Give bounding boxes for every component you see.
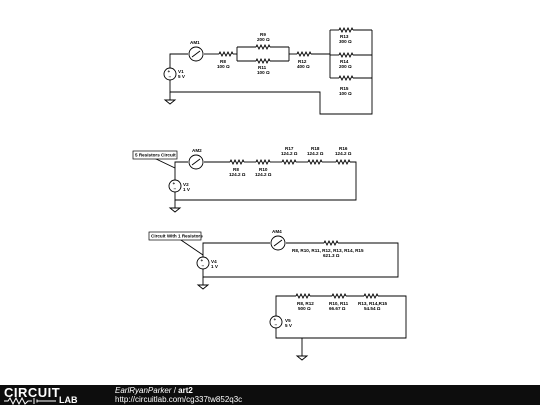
am2-label: AM2 [192,148,202,153]
c2-r18-name: R18 [311,146,320,151]
circuit-url[interactable]: http://circuitlab.com/cg337tw852q3c [115,395,243,404]
c4-r1-name: R8, R12 [297,301,314,306]
v1-name: V1 [178,69,184,74]
v5-value: 5 V [285,323,293,328]
c4-r2-value: 66.67 Ω [329,306,346,311]
am1-label: AM1 [190,40,200,45]
v2-value: 1 V [183,187,191,192]
v4-value: 1 V [211,264,219,269]
voltage-source-v1[interactable] [163,67,177,81]
annotation-5-resistors: 5 Resistors Circuit [135,153,176,158]
resistor-r10-r11-c4[interactable] [331,292,347,300]
svg-text:+: + [201,258,204,263]
resistor-r17-c2[interactable] [281,158,297,166]
svg-text:−: − [202,264,205,269]
svg-text:+: + [168,69,171,74]
r12-name: R12 [298,59,307,64]
svg-text:−: − [275,323,278,328]
v4-name: V4 [211,259,217,264]
circuit-2: 5 Resistors Circuit +− V2 1 V AM2 R8 124… [132,146,357,213]
v2-name: V2 [183,182,189,187]
svg-text:+: + [173,181,176,186]
resistor-r11[interactable] [255,57,271,65]
voltage-source-v5[interactable] [269,315,283,329]
resistor-r10-c2[interactable] [255,158,271,166]
c4-r2-name: R10, R11 [329,301,349,306]
r9-value: 200 Ω [257,37,270,42]
logo-text-circuit: CIRCUIT [4,385,61,400]
c4-r3-name: R13, R14,R15 [358,301,388,306]
c2-r8-name: R8 [233,167,239,172]
r15-value: 100 Ω [339,91,352,96]
r14-name: R14 [340,59,349,64]
resistor-r8[interactable] [218,50,234,58]
am4-label: AM4 [272,229,282,234]
voltage-source-v4[interactable] [196,256,210,270]
schematic-svg: +− V1 5 V AM1 R8 100 Ω R9 200 Ω R11 100 … [132,26,407,361]
r14-value: 200 Ω [339,64,352,69]
r8-value: 100 Ω [217,64,230,69]
r11-name: R11 [258,65,267,70]
resistor-r18-c2[interactable] [307,158,323,166]
c2-r17-value: 124.2 Ω [281,151,298,156]
author-title: EarlRyanParker / art2 [115,386,193,395]
circuit-4: +− V5 5 V R8, R12 500 Ω R10, R11 66.67 Ω… [269,292,407,361]
r13-name: R13 [340,34,349,39]
author-separator: / [171,386,179,395]
circuit-3: Circuit With 1 Resistors +− V4 1 V AM4 R… [148,229,399,290]
logo-squiggle-icon [4,397,56,405]
c3-r-value: 621.3 Ω [323,253,340,258]
annotation-box-2[interactable] [132,150,178,160]
annotation-1-resistor: Circuit With 1 Resistors [151,234,203,239]
c4-r3-value: 54.54 Ω [364,306,381,311]
resistor-r13-r15-c4[interactable] [363,292,379,300]
annotation-box-3[interactable] [148,231,202,241]
c4-r1-value: 500 Ω [298,306,311,311]
v5-name: V5 [285,318,291,323]
v1-value: 5 V [178,74,186,79]
logo-text-lab: LAB [59,395,78,405]
r12-value: 400 Ω [297,64,310,69]
r15-name: R15 [340,86,349,91]
resistor-r8-c2[interactable] [229,158,245,166]
c2-r10-value: 124.2 Ω [255,172,272,177]
r8-name: R8 [220,59,226,64]
resistor-r16-c2[interactable] [335,158,351,166]
circuit-1: +− V1 5 V AM1 R8 100 Ω R9 200 Ω R11 100 … [163,26,373,115]
svg-text:+: + [274,317,277,322]
svg-text:−: − [169,75,172,80]
r9-name: R9 [260,32,266,37]
footer-bar: CIRCUIT LAB EarlRyanParker / art2 http:/… [0,385,540,405]
c3-r-name: R8, R10, R11, R12, R13, R14, R15 [292,248,364,253]
resistor-r13[interactable] [338,26,354,34]
circuitlab-logo[interactable]: CIRCUIT LAB [4,385,90,405]
circuit-title[interactable]: art2 [178,386,193,395]
resistor-r8-r12-c4[interactable] [295,292,311,300]
resistor-r15[interactable] [338,74,354,82]
svg-text:−: − [174,187,177,192]
resistor-r9[interactable] [255,43,271,51]
r11-value: 100 Ω [257,70,270,75]
r13-value: 300 Ω [339,39,352,44]
schematic-canvas[interactable]: +− V1 5 V AM1 R8 100 Ω R9 200 Ω R11 100 … [0,0,540,385]
voltage-source-v2[interactable] [168,179,182,193]
c2-r18-value: 124.2 Ω [307,151,324,156]
c2-r10-name: R10 [259,167,268,172]
resistor-r12[interactable] [296,50,312,58]
c2-r17-name: R17 [285,146,294,151]
c2-r8-value: 124.2 Ω [229,172,246,177]
author-link[interactable]: EarlRyanParker [115,386,172,395]
resistor-combined-c3[interactable] [323,239,339,247]
c2-r16-value: 124.2 Ω [335,151,352,156]
resistor-r14[interactable] [338,51,354,59]
c2-r16-name: R16 [339,146,348,151]
